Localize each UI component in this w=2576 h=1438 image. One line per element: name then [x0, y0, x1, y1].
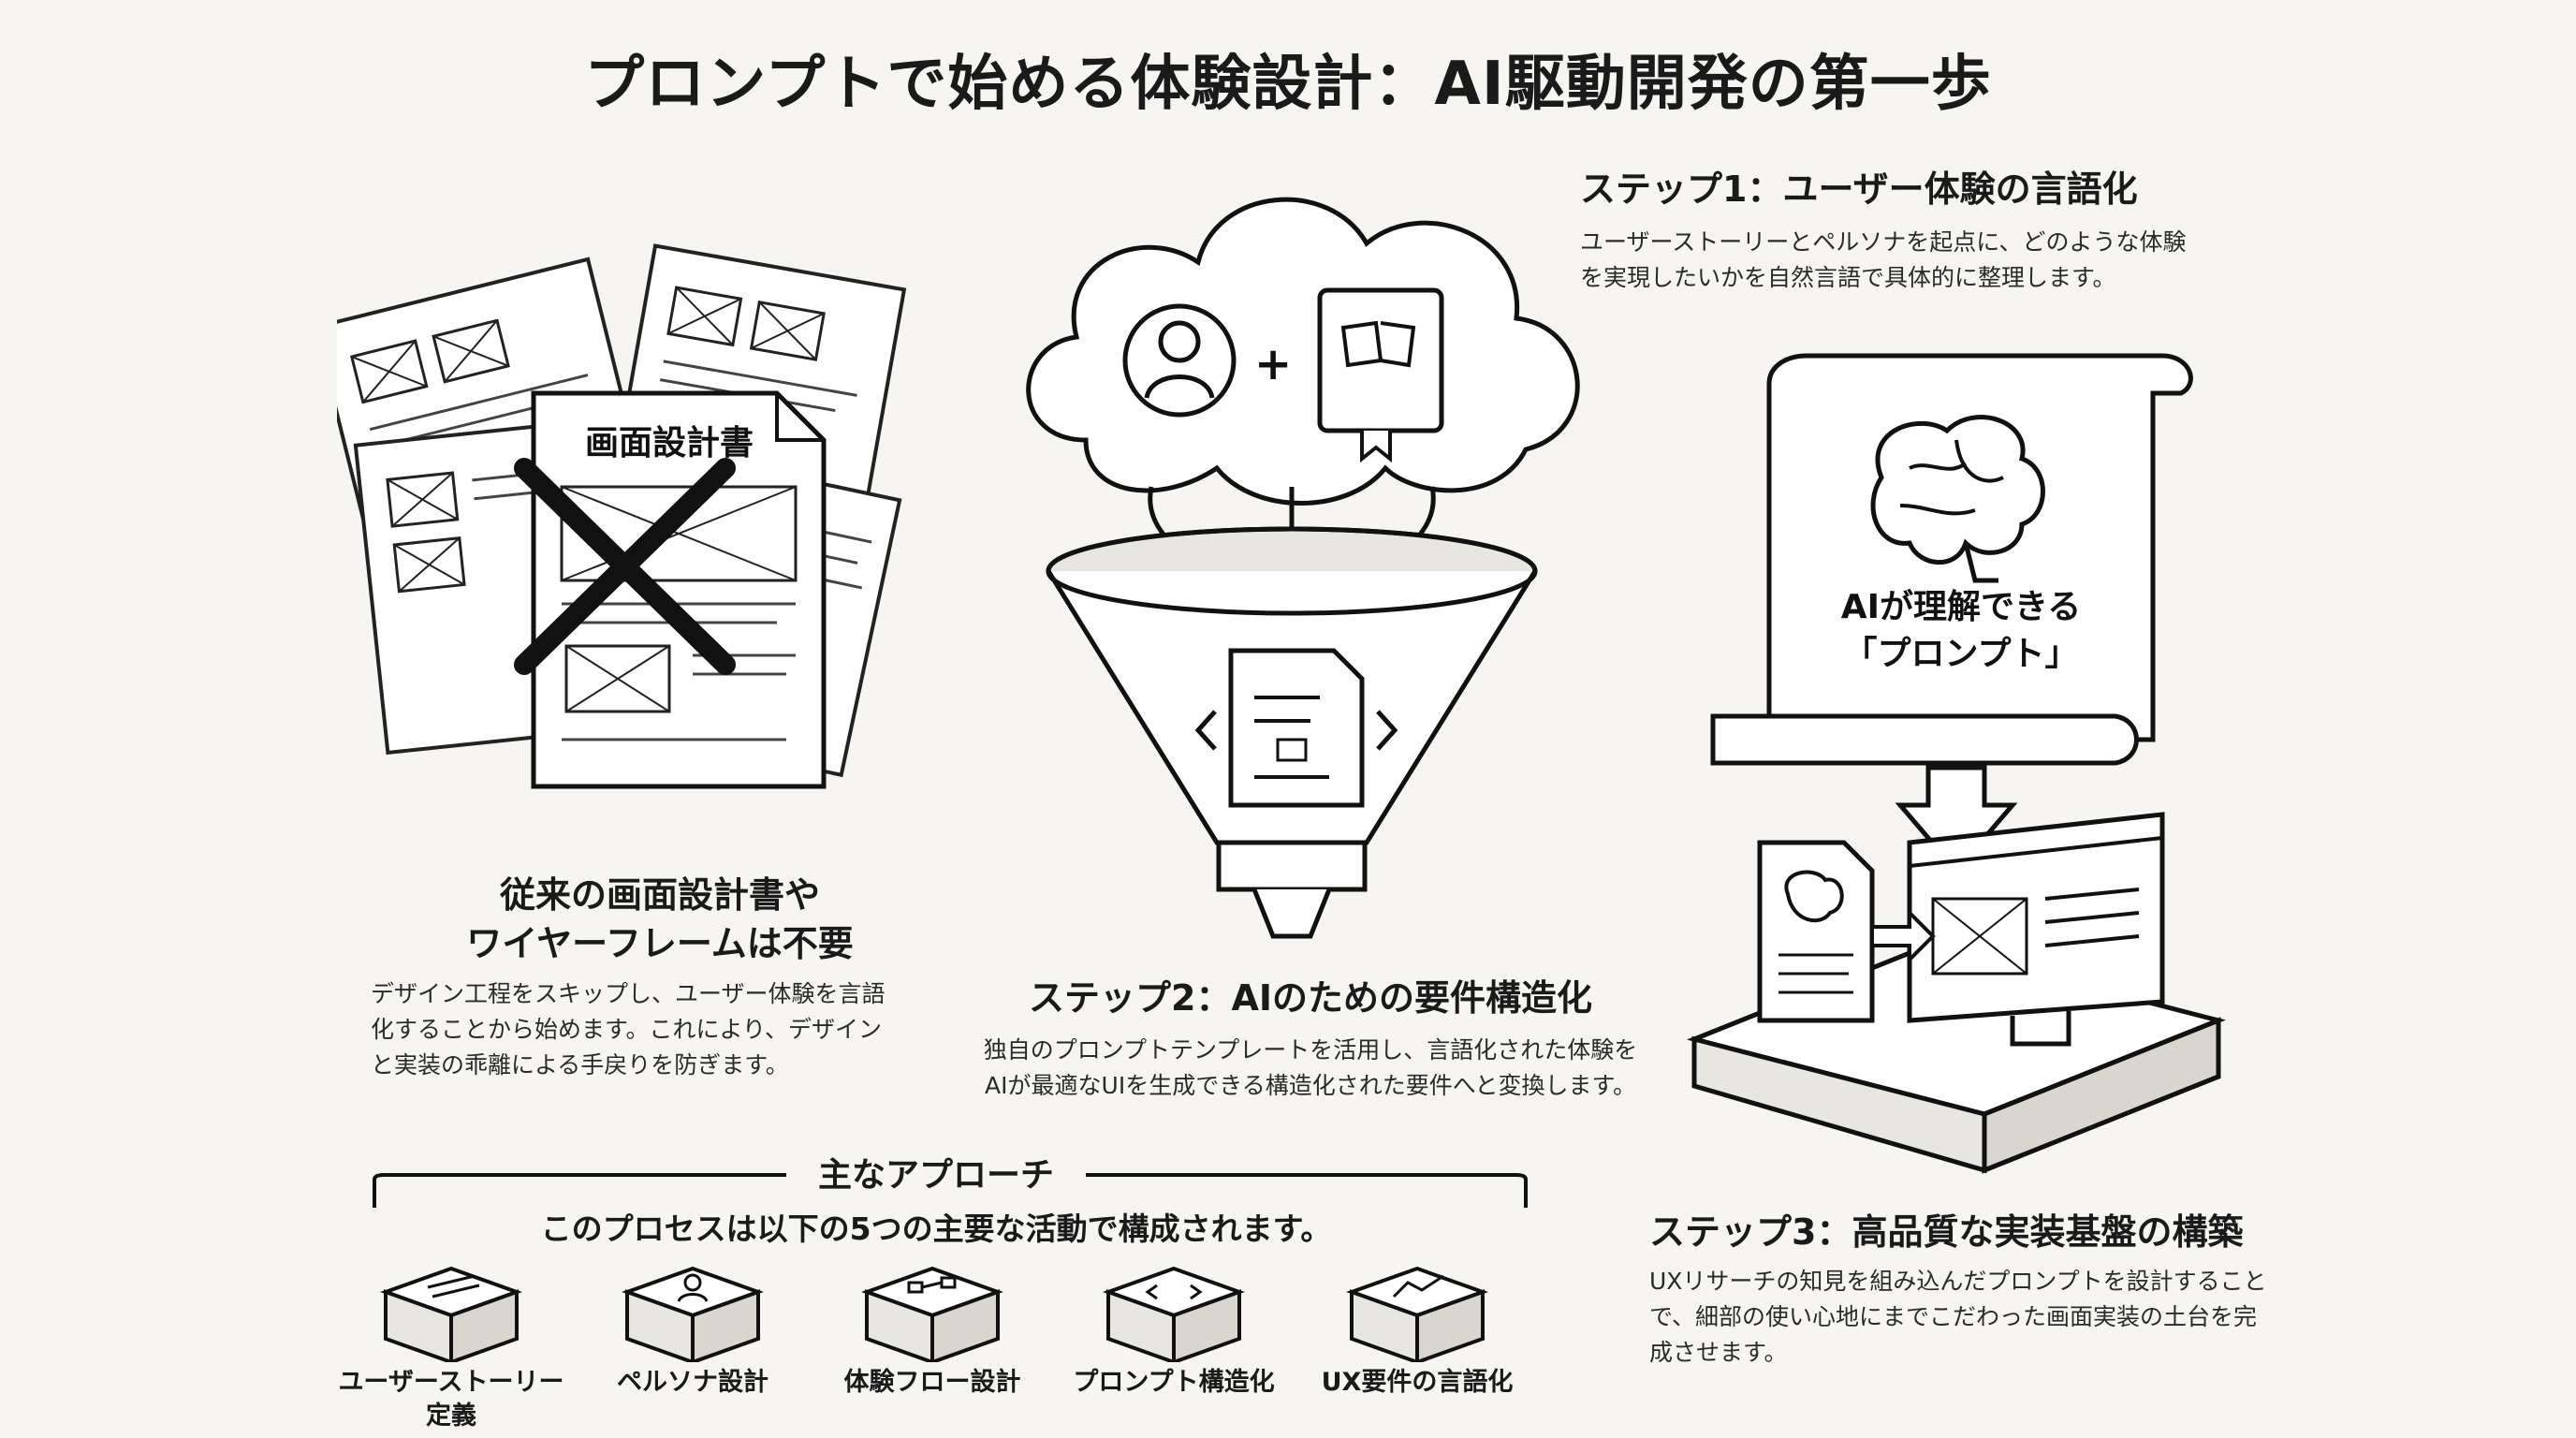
activity-item: UX要件の言語化: [1295, 1259, 1539, 1400]
legacy-heading-line1: 従来の画面設計書や: [499, 874, 820, 916]
book-icon: [1317, 287, 1444, 463]
chart-box-icon: [1346, 1266, 1488, 1365]
scroll-line2: 「プロンプト」: [1844, 635, 2079, 673]
step1-description: ユーザーストーリーとペルソナを起点に、どのような体験を実現したいかを自然言語で具…: [1580, 228, 2187, 291]
person-box-icon: [622, 1266, 764, 1365]
person-circle-icon: [1122, 303, 1237, 418]
approach-title: 主なアプローチ: [786, 1155, 1086, 1196]
activity-label: 体験フロー設計: [843, 1368, 1021, 1397]
step3-description: UXリサーチの知見を組み込んだプロンプトを設計することで、細部の使い心地にまでこ…: [1649, 1268, 2267, 1366]
activity-item: ユーザーストーリー定義: [329, 1259, 573, 1433]
activity-item: 体験フロー設計: [811, 1259, 1054, 1400]
activity-label: ユーザーストーリー定義: [338, 1368, 564, 1431]
scroll-line1: AIが理解できる: [1841, 588, 2082, 626]
structured-document-icon: [1194, 648, 1398, 808]
step3-heading: ステップ3：高品質な実装基盤の構築: [1649, 1211, 2244, 1253]
step2-heading: ステップ2：AIのための要件構造化: [1029, 977, 1592, 1019]
plus-icon: +: [1254, 338, 1292, 390]
activity-label: ペルソナ設計: [617, 1368, 768, 1397]
legacy-description: デザイン工程をスキップし、ユーザー体験を言語化することから始めます。これにより、…: [371, 980, 886, 1078]
legacy-documents-illustration: 画面設計書: [337, 243, 907, 789]
document-box-icon: [380, 1266, 522, 1365]
brain-document-icon: [1757, 840, 1875, 1023]
doc-label: 画面設計書: [585, 424, 754, 462]
code-box-icon: [1103, 1266, 1245, 1365]
activity-item: ペルソナ設計: [571, 1259, 814, 1400]
legacy-heading: 従来の画面設計書や ワイヤーフレームは不要: [356, 871, 964, 968]
approach-subtitle: このプロセスは以下の5つの主要な活動で構成されます。: [540, 1211, 1332, 1247]
cloud-funnel-illustration: +: [1026, 197, 1580, 939]
activity-item: プロンプト構造化: [1052, 1259, 1295, 1400]
legacy-heading-line2: ワイヤーフレームは不要: [466, 923, 854, 964]
activity-label: プロンプト構造化: [1073, 1368, 1275, 1397]
step2-description: 独自のプロンプトテンプレートを活用し、言語化された体験をAIが最適なUIを生成で…: [983, 1036, 1638, 1099]
cross-out-icon: [514, 458, 736, 675]
step1-heading: ステップ1：ユーザー体験の言語化: [1580, 169, 2138, 210]
brain-icon: [1870, 415, 2045, 583]
activity-label: UX要件の言語化: [1321, 1368, 1514, 1397]
right-arrow-icon: [1870, 908, 1936, 964]
flow-box-icon: [861, 1266, 1003, 1365]
prompt-scroll-illustration: AIが理解できる 「プロンプト」: [1686, 353, 2227, 1174]
page-title: プロンプトで始める体験設計：AI駆動開発の第一歩: [584, 50, 1992, 119]
